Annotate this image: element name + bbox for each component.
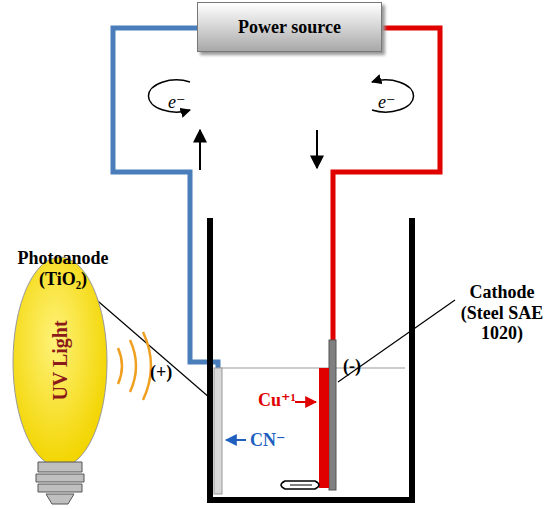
cathode-rod <box>329 340 336 490</box>
polarity-label: (+) <box>150 362 172 383</box>
electron-loop <box>148 80 190 112</box>
ion-label: Cu⁺¹ <box>258 390 296 411</box>
electron-label: e⁻ <box>168 92 186 113</box>
lamp-base <box>36 462 84 504</box>
electron-loop <box>372 80 414 112</box>
cathode-plate <box>319 368 329 488</box>
uv-rays <box>118 332 151 400</box>
ion-label: CN⁻ <box>250 430 286 451</box>
electron-label: e⁻ <box>378 92 396 113</box>
ion-arrow <box>226 439 246 441</box>
leader-line <box>92 296 210 398</box>
polarity-label: (-) <box>343 356 361 377</box>
leader-line <box>338 300 455 382</box>
beaker <box>210 218 412 500</box>
photoanode-plate <box>214 368 222 494</box>
box-label: Power source <box>238 17 341 38</box>
power-source-box: Power source <box>197 2 382 52</box>
stir-bar <box>281 481 319 489</box>
ion-arrow <box>295 401 316 403</box>
current-arrow <box>316 130 318 168</box>
electrolyte-level <box>218 368 405 369</box>
current-arrow <box>199 130 201 170</box>
negative-wire <box>333 28 440 340</box>
part-label: Photoanode (TiO₂) <box>4 248 122 289</box>
lamp-label: UV Light <box>49 320 72 400</box>
stir-bar <box>290 485 312 486</box>
positive-wire <box>113 28 218 370</box>
part-label: Cathode (Steel SAE 1020) <box>450 282 554 344</box>
